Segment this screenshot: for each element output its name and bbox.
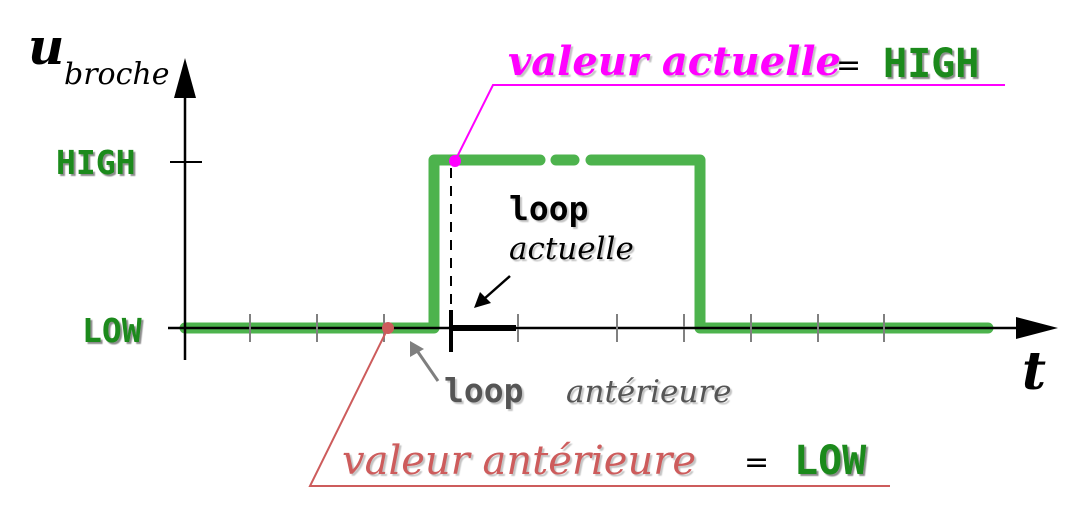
- current-value-dot: [449, 155, 461, 167]
- current-loop-text: actuelle: [509, 231, 634, 267]
- x-axis-arrow: [1016, 317, 1058, 339]
- pointer-arrows: [410, 275, 511, 382]
- current-value-leader: [454, 84, 1005, 162]
- y-axis-symbol: u: [28, 17, 64, 76]
- current-loop-pointer-head: [474, 292, 491, 308]
- previous-loop-pointer: [416, 351, 440, 382]
- y-axis-subscript: broche: [64, 57, 169, 92]
- previous-value-text: valeur antérieure: [342, 438, 696, 484]
- previous-value-callout: [308, 322, 890, 487]
- previous-loop-pointer-head: [410, 341, 424, 357]
- previous-loop-text: antérieure: [566, 374, 731, 410]
- x-axis-symbol: t: [1022, 341, 1046, 402]
- current-loop-keyword: loop: [509, 189, 588, 228]
- current-value-text: valeur actuelle: [508, 38, 841, 85]
- current-equals: =: [836, 48, 861, 83]
- previous-value-dot: [382, 322, 394, 334]
- current-value: HIGH: [883, 41, 979, 87]
- signal-solid-end: [585, 154, 994, 334]
- current-loop-pointer: [483, 275, 511, 300]
- previous-equals: =: [744, 445, 769, 480]
- current-loop-segment: [449, 168, 696, 352]
- current-value-callout: [449, 84, 1005, 167]
- previous-value-leader: [308, 327, 890, 487]
- previous-loop-keyword: loop: [444, 371, 523, 410]
- previous-value: LOW: [794, 438, 867, 484]
- y-axis-arrow: [174, 58, 196, 98]
- axes: [168, 58, 1058, 360]
- high-level-label: HIGH: [56, 143, 135, 182]
- low-level-label: LOW: [82, 311, 142, 350]
